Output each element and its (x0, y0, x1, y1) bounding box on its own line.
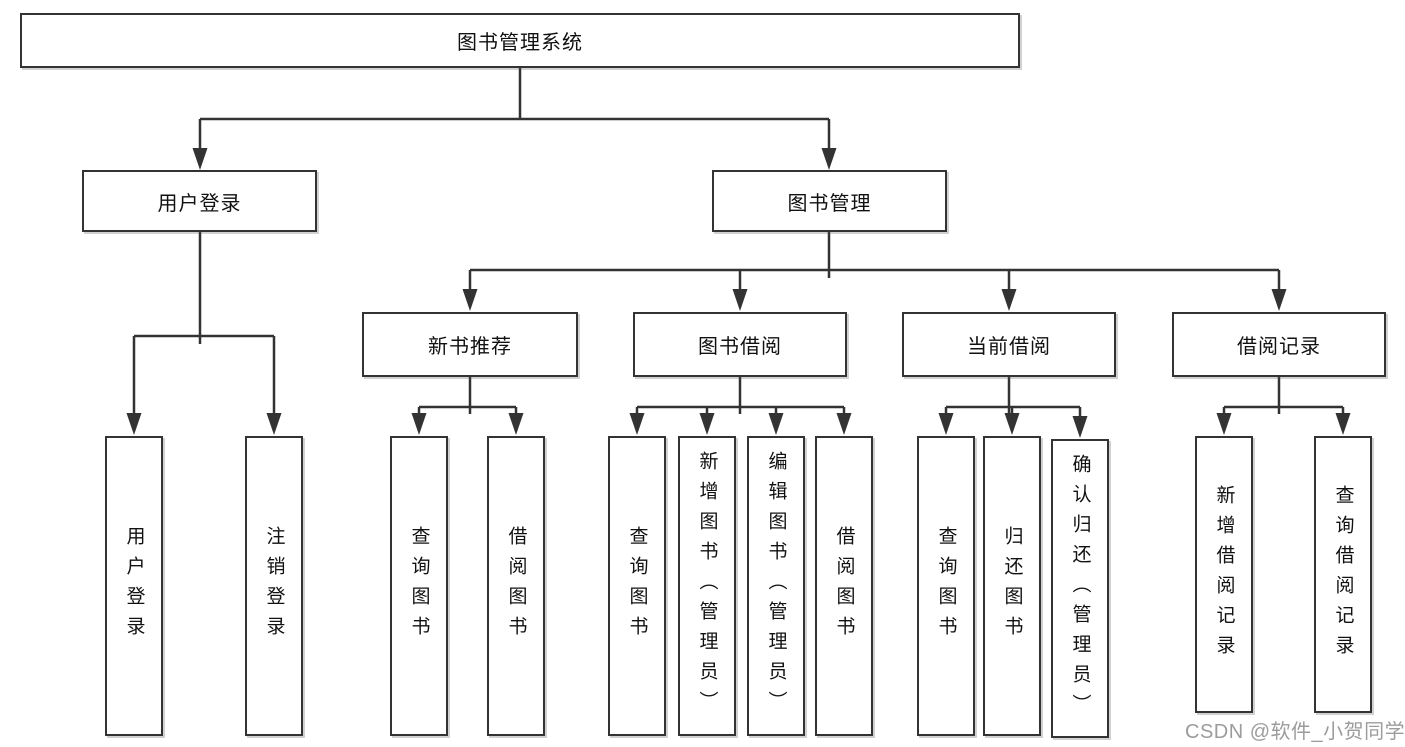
leaf-label: 查询借阅记录 (1332, 484, 1354, 665)
leaf-label: 借阅图书 (833, 526, 855, 646)
node-current-borrowing: 当前借阅 (902, 312, 1116, 377)
arrowhead-icons (126, 148, 1351, 438)
leaf-label: 查询图书 (935, 526, 957, 646)
node-library-management-system: 图书管理系统 (20, 13, 1020, 68)
leaf-query-books: 查询图书 (390, 436, 448, 736)
leaf-borrow-books: 借阅图书 (815, 436, 873, 736)
leaf-label: 查询图书 (626, 526, 648, 646)
leaf-label: 借阅图书 (505, 526, 527, 646)
leaf-label: 新增借阅记录 (1213, 484, 1235, 665)
leaf-query-borrow-record: 查询借阅记录 (1314, 436, 1372, 713)
leaf-user-login: 用户登录 (105, 436, 163, 736)
node-label: 图书管理 (787, 192, 872, 215)
leaf-confirm-return-admin: 确认归还（管理员） (1051, 439, 1109, 738)
leaf-add-borrow-record: 新增借阅记录 (1195, 436, 1253, 713)
leaf-logout: 注销登录 (245, 436, 303, 736)
leaf-label: 新增图书（管理员） (696, 451, 718, 721)
leaf-label: 查询图书 (408, 526, 430, 646)
node-label: 图书管理系统 (457, 32, 583, 54)
leaf-edit-book-admin: 编辑图书（管理员） (747, 436, 805, 736)
node-new-book-recommendation: 新书推荐 (362, 312, 578, 377)
leaf-add-book-admin: 新增图书（管理员） (678, 436, 736, 736)
leaf-query-books: 查询图书 (917, 436, 975, 736)
node-label: 当前借阅 (967, 336, 1051, 358)
leaf-label: 注销登录 (263, 526, 285, 646)
node-book-management: 图书管理 (712, 170, 947, 232)
node-user-login: 用户登录 (82, 170, 317, 232)
leaf-borrow-books: 借阅图书 (487, 436, 545, 736)
leaf-label: 用户登录 (123, 526, 145, 646)
leaf-label: 编辑图书（管理员） (765, 451, 787, 721)
node-borrowing-records: 借阅记录 (1172, 312, 1386, 377)
node-book-borrowing: 图书借阅 (633, 312, 847, 377)
leaf-return-book: 归还图书 (983, 436, 1041, 736)
leaf-label: 确认归还（管理员） (1069, 453, 1091, 724)
csdn-watermark: CSDN @软件_小贺同学 (1185, 721, 1405, 743)
node-label: 借阅记录 (1237, 336, 1321, 358)
leaf-query-books: 查询图书 (608, 436, 666, 736)
node-label: 用户登录 (157, 192, 242, 215)
leaf-label: 归还图书 (1001, 526, 1023, 646)
node-label: 图书借阅 (698, 336, 782, 358)
node-label: 新书推荐 (428, 336, 512, 358)
